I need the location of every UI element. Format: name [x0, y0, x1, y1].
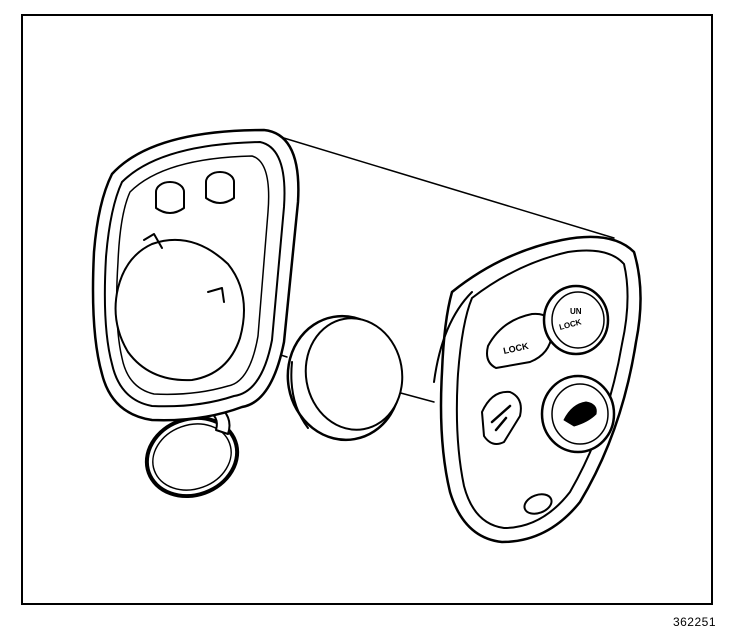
- trunk-release-button[interactable]: [481, 390, 522, 445]
- exploded-view-illustration: LOCK UN LOCK: [91, 128, 642, 544]
- figure-frame: LOCK UN LOCK: [21, 14, 713, 605]
- panic-button[interactable]: [522, 491, 554, 517]
- coin-battery: [286, 314, 404, 442]
- transmitter-rear-housing: [91, 128, 300, 422]
- unlock-button-label-top: UN: [570, 307, 582, 316]
- figure-number: 362251: [672, 615, 716, 629]
- vehicle-button[interactable]: [540, 374, 616, 454]
- unlock-button[interactable]: UN LOCK: [542, 284, 610, 356]
- alignment-line-top: [263, 131, 615, 239]
